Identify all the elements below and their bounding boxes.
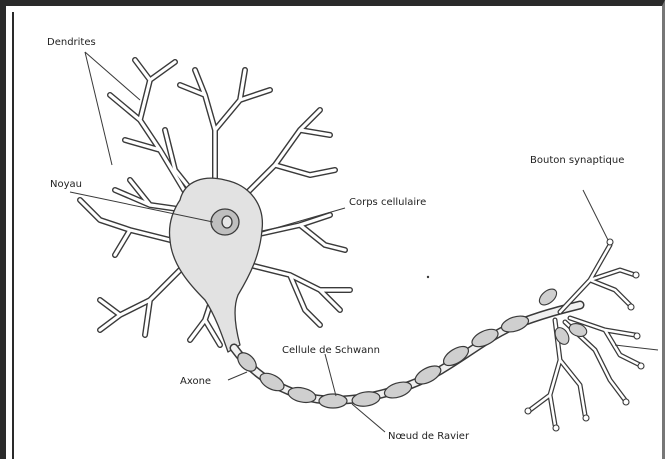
label-noyau: Noyau (50, 179, 82, 190)
label-dendrites: Dendrites (47, 37, 96, 48)
cell-body (169, 178, 262, 352)
nucleolus (222, 216, 232, 228)
stray-dot (427, 276, 429, 278)
label-corps-cellulaire: Corps cellulaire (349, 197, 426, 208)
label-cellule-de-schwann: Cellule de Schwann (282, 345, 380, 356)
label-noeud-de-ranvier: Nœud de Ravier (388, 431, 470, 442)
label-axone: Axone (180, 376, 211, 387)
neuron (80, 60, 644, 431)
label-bouton-synaptique: Bouton synaptique (530, 155, 624, 166)
